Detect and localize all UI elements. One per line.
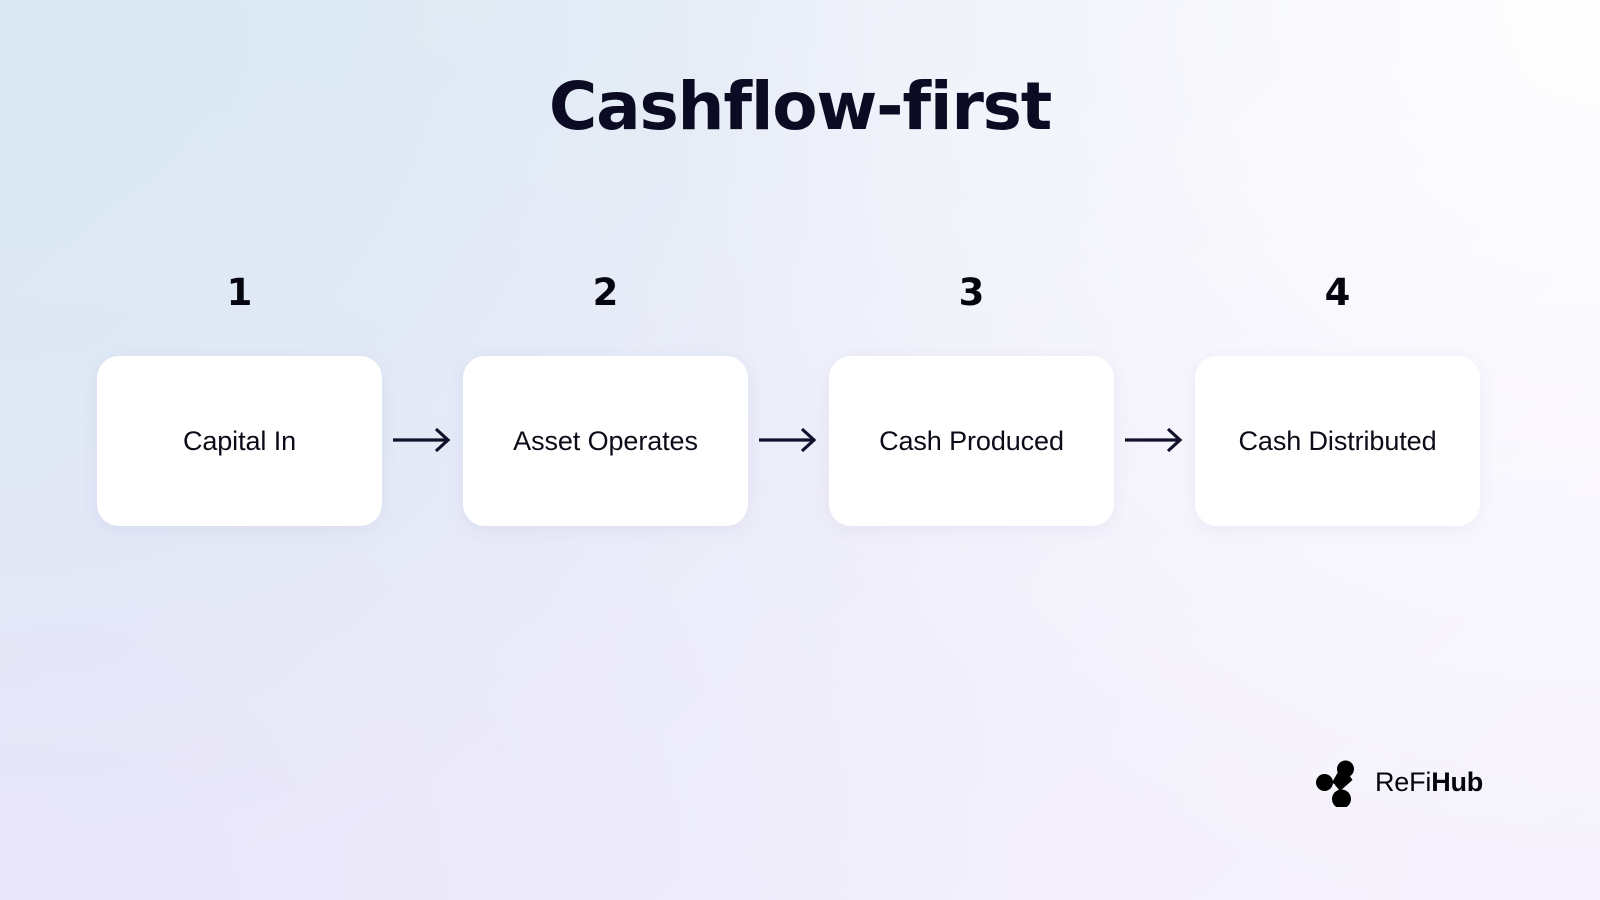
flow-step-2: 2 Asset Operates [463, 272, 748, 526]
arrow-right-icon-2 [749, 272, 829, 528]
flow-step-1: 1 Capital In [97, 272, 382, 526]
step-card-2[interactable]: Asset Operates [463, 356, 748, 526]
step-number-1: 1 [226, 271, 253, 314]
flow-step-4: 4 Cash Distributed [1195, 272, 1480, 526]
refihub-molecule-icon [1316, 760, 1354, 807]
logo-word-hub: Hub [1431, 767, 1484, 797]
step-number-3: 3 [958, 271, 985, 314]
step-number-2: 2 [592, 271, 619, 314]
refihub-logo[interactable]: ReFiHub [1316, 757, 1483, 807]
step-card-3[interactable]: Cash Produced [829, 356, 1114, 526]
step-number-4: 4 [1324, 271, 1351, 314]
step-label-1: Capital In [182, 426, 297, 456]
step-card-4[interactable]: Cash Distributed [1195, 356, 1480, 526]
flow-diagram: 1 Capital In 2 Asset Operates [97, 272, 1480, 528]
logo-wordmark: ReFiHub [1375, 767, 1483, 797]
page-title: Cashflow-first [548, 68, 1052, 145]
step-label-4: Cash Distributed [1238, 426, 1437, 456]
flow-step-3: 3 Cash Produced [829, 272, 1114, 526]
step-card-1[interactable]: Capital In [97, 356, 382, 526]
step-label-2: Asset Operates [513, 426, 698, 456]
logo-word-refi: ReFi [1375, 767, 1432, 797]
step-label-3: Cash Produced [879, 426, 1064, 456]
arrow-right-icon-3 [1115, 272, 1195, 528]
arrow-right-icon-1 [383, 272, 463, 528]
